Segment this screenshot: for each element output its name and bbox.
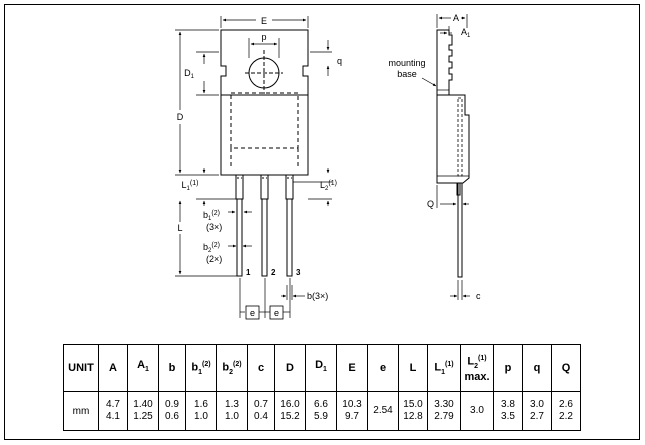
label-L: L [177, 223, 182, 233]
label-D: D [177, 112, 184, 122]
label-Q: Q [427, 199, 434, 209]
unit-cell: mm [63, 391, 99, 431]
label-A: A [453, 13, 459, 23]
value-cell: 2.54 [367, 391, 399, 431]
header-cell: c [247, 344, 275, 392]
label-b2: b2(2) [203, 242, 220, 254]
label-L1: L1(1) [182, 180, 199, 192]
label-e-2: e [274, 308, 279, 318]
page-frame [4, 4, 640, 440]
header-cell: p [493, 344, 523, 392]
label-E: E [261, 16, 267, 26]
header-cell: b1(2) [185, 344, 217, 392]
front-view-labels: E p D1 D L1(1) L q L2(1) b1(2) (3×) b2(2… [177, 16, 342, 318]
label-e-1: e [250, 308, 255, 318]
label-q: q [337, 56, 342, 66]
header-cell: L [398, 344, 428, 392]
label-base: base [397, 69, 417, 79]
label-b1: b1(2) [203, 210, 220, 222]
pin-2-label: 2 [271, 268, 276, 277]
label-b2-count: (2×) [206, 254, 222, 264]
pin-3-label: 3 [296, 268, 301, 277]
pin-1-label: 1 [246, 268, 251, 277]
header-cell: e [367, 344, 399, 392]
header-cell: A [98, 344, 128, 392]
header-cell: b2(2) [216, 344, 248, 392]
header-cell: UNIT [63, 344, 99, 392]
label-p: p [261, 32, 266, 42]
header-cell: A1 [127, 344, 159, 392]
header-cell: L2(1)max. [460, 344, 494, 392]
header-cell: L1(1) [427, 344, 461, 392]
label-L2: L2(1) [320, 180, 337, 192]
header-cell: Q [551, 344, 581, 392]
side-view-labels: A A1 mounting base Q c [388, 13, 481, 301]
label-c: c [476, 291, 481, 301]
front-view [175, 16, 332, 320]
label-b3: b(3×) [307, 291, 328, 301]
side-view [421, 14, 470, 300]
label-A1: A1 [461, 27, 471, 39]
label-b1-count: (3×) [206, 222, 222, 232]
header-cell: q [522, 344, 552, 392]
label-mounting: mounting [388, 58, 425, 68]
leads [235, 174, 294, 277]
value-cell: 3.0 [460, 391, 494, 431]
header-cell: b [158, 344, 186, 392]
header-cell: E [336, 344, 368, 392]
header-cell: D1 [305, 344, 337, 392]
package-body [220, 94, 309, 176]
header-cell: D [274, 344, 306, 392]
label-D1: D1 [184, 68, 195, 80]
